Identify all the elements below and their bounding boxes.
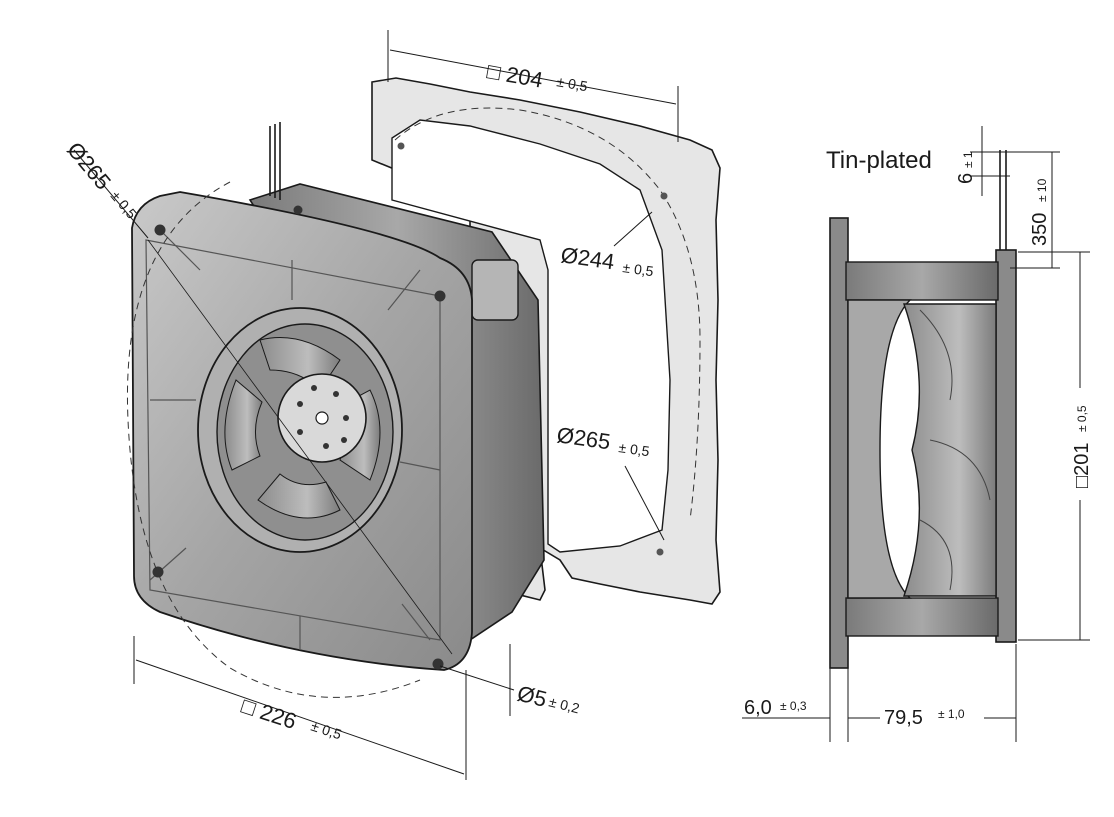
terminal-box (471, 259, 519, 321)
gasket-hole-icon (397, 142, 405, 150)
hub-center (315, 411, 329, 425)
side-blade-lines (919, 309, 991, 591)
gasket-frame (371, 77, 721, 605)
side-inlet (847, 299, 912, 599)
fan-hole-dia-label: Ø265 (62, 137, 116, 194)
fan-bolt-circle (126, 181, 421, 698)
side-square-tol: ± 0,5 (1075, 405, 1089, 432)
tin-plated-label: Tin-plated (826, 147, 932, 174)
gasket-opening (391, 119, 671, 553)
lead-len-tol: ± 10 (1035, 178, 1049, 202)
dimension-lines (73, 30, 679, 780)
mount-hole-tol: ± 0,2 (547, 693, 581, 716)
lead-len-label: 350 (1029, 213, 1051, 246)
mounting-holes-icon (152, 205, 446, 670)
side-rear-flange (995, 249, 1017, 643)
gasket-hole-icon (660, 192, 668, 200)
side-square-label: □201 (1071, 443, 1093, 488)
depth-tol: ± 1,0 (938, 707, 965, 721)
gasket-square-tol: ± 0,5 (555, 73, 589, 94)
fan-square-label: □ 226 (238, 693, 299, 734)
gasket-square-label: □ 204 (485, 58, 545, 92)
gasket-bolt-circle (394, 107, 701, 521)
strip-len-label: 6 (955, 173, 977, 184)
lead-wires (269, 122, 281, 200)
diameter-line (147, 239, 453, 655)
housing-ribs (145, 229, 441, 650)
gasket-inner-dia-tol: ± 0,5 (622, 259, 655, 279)
gasket-hole-icon (656, 548, 664, 556)
depth-label: 79,5 (884, 707, 923, 729)
fan-square-tol: ± 0,5 (309, 718, 344, 743)
fan-3d-view (126, 122, 545, 698)
side-dimension-lines (742, 126, 1090, 742)
hub-holes-icon (297, 385, 349, 449)
side-impeller (903, 303, 997, 597)
flange-thk-tol: ± 0,3 (780, 699, 807, 713)
fan-side-view (829, 150, 1017, 669)
side-top-bar (845, 261, 999, 301)
side-front-flange (829, 217, 849, 669)
strip-len-tol: ± 1 (961, 151, 975, 168)
gasket-hole-dia-tol: ± 0,5 (618, 439, 651, 459)
mount-hole-label: Ø5 (515, 681, 550, 712)
side-bottom-bar (845, 597, 999, 637)
flange-thk-label: 6,0 (744, 697, 772, 719)
